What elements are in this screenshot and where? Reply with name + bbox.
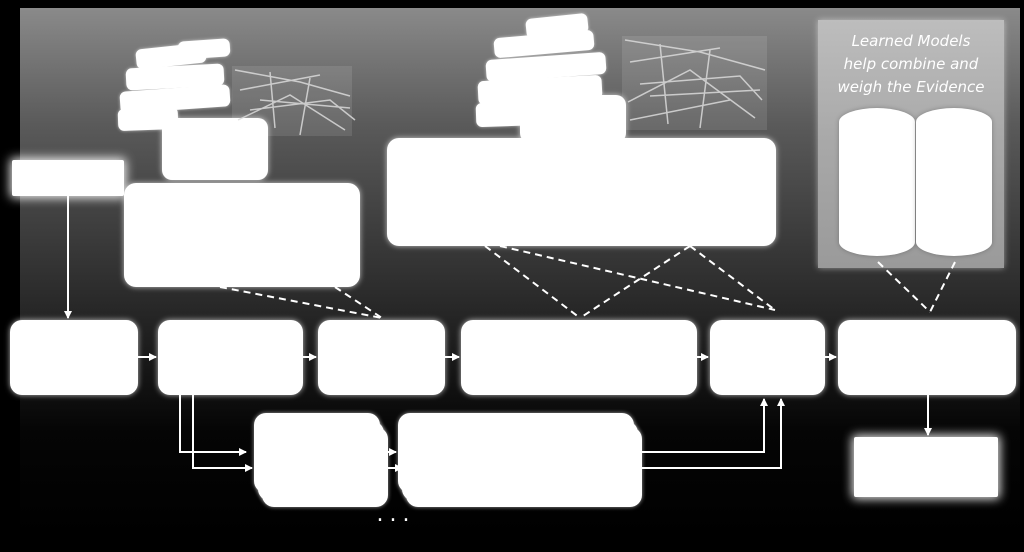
- left-database-top: [162, 118, 268, 180]
- lower-stack-right: [398, 413, 642, 509]
- lower-stack-left: [254, 413, 388, 509]
- dashed-links: [219, 245, 956, 319]
- center-database-top: [520, 95, 626, 143]
- learned-models-caption: Learned Models help combine and weigh th…: [837, 32, 985, 96]
- pipeline-stage-3: [318, 320, 445, 395]
- output-box: [854, 437, 998, 497]
- pipeline-stage-1: [10, 320, 138, 395]
- model-cylinder-right: [916, 108, 992, 256]
- more-instances-ellipsis: ...: [376, 502, 416, 527]
- pipeline-stage-2: [158, 320, 303, 395]
- left-source-box: [124, 183, 360, 287]
- pipeline-stage-6: [838, 320, 1016, 395]
- center-source-box: [387, 138, 776, 246]
- model-cylinder-left: [839, 108, 915, 256]
- solid-arrows: [64, 196, 932, 472]
- pipeline-stage-5: [710, 320, 825, 395]
- network-mesh-left: [232, 66, 356, 136]
- input-box: [12, 160, 124, 196]
- network-mesh-center: [622, 36, 767, 130]
- pipeline-stage-4: [461, 320, 697, 395]
